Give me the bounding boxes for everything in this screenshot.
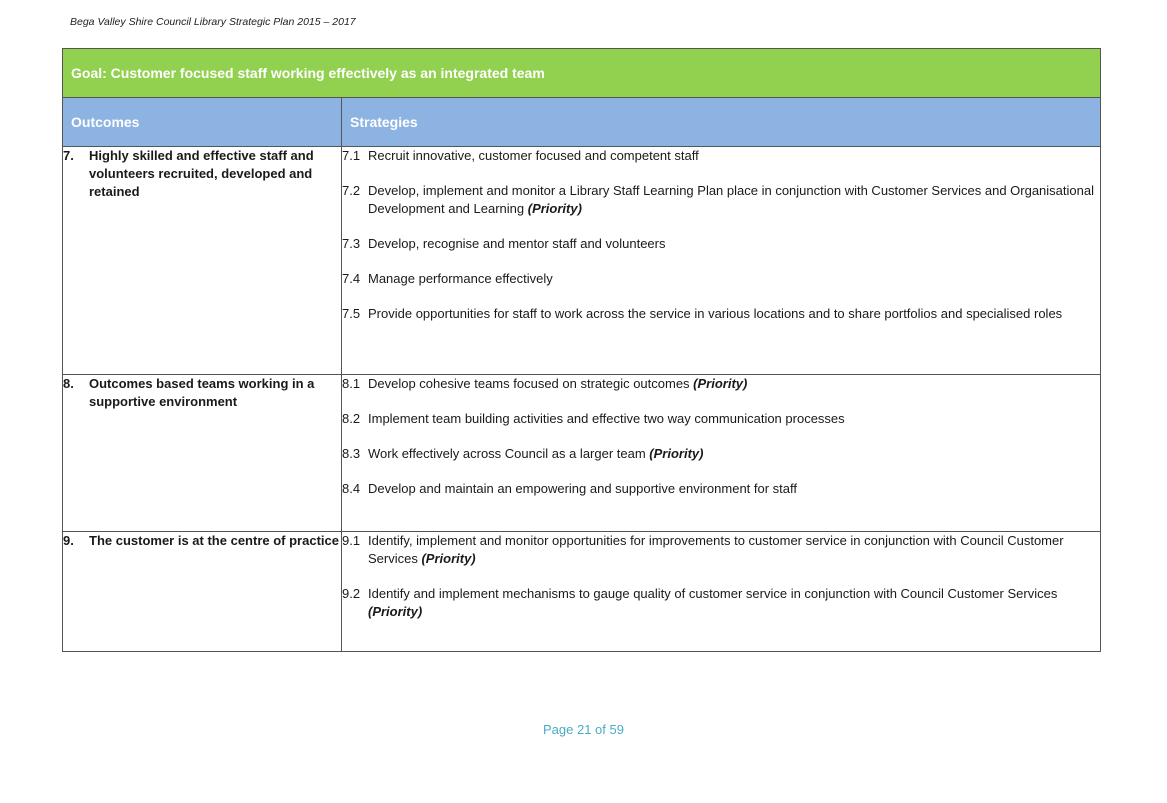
strategies-cell: 7.1 Recruit innovative, customer focused…: [340, 146, 1102, 375]
table-row: 9. The customer is at the centre of prac…: [62, 531, 1102, 652]
outcome-number: 7.: [63, 148, 74, 163]
strategy-table: Goal: Customer focused staff working eff…: [61, 48, 1102, 652]
strategy-text: Develop and maintain an empowering and s…: [368, 481, 798, 496]
outcome-cell: 9. The customer is at the centre of prac…: [62, 531, 342, 652]
strategy-text: Provide opportunities for staff to work …: [368, 306, 1063, 321]
priority-tag: (Priority): [693, 376, 748, 391]
strategy-item: 8.2 Implement team building activities a…: [342, 410, 1100, 428]
outcome-text: Outcomes based teams working in a suppor…: [89, 376, 315, 409]
strategy-item: 7.1 Recruit innovative, customer focused…: [342, 147, 1100, 165]
outcome-number: 9.: [63, 533, 74, 548]
strategy-item: 7.5 Provide opportunities for staff to w…: [342, 305, 1100, 323]
table-row: 8. Outcomes based teams working in a sup…: [62, 374, 1102, 532]
strategy-item: 7.4 Manage performance effectively: [342, 270, 1100, 288]
outcome-text: The customer is at the centre of practic…: [89, 533, 339, 548]
outcomes-column-header: Outcomes: [62, 97, 342, 147]
strategy-number: 7.2: [342, 183, 361, 198]
strategy-text: Recruit innovative, customer focused and…: [368, 148, 699, 163]
strategy-text: Implement team building activities and e…: [368, 411, 845, 426]
outcome-text: Highly skilled and effective staff and v…: [89, 148, 314, 199]
strategy-number: 9.1: [342, 533, 361, 548]
strategy-item: 9.2 Identify and implement mechanisms to…: [342, 585, 1100, 621]
outcome-cell: 7. Highly skilled and effective staff an…: [62, 146, 342, 375]
strategy-item: 7.2 Develop, implement and monitor a Lib…: [342, 182, 1100, 218]
strategy-item: 8.3 Work effectively across Council as a…: [342, 445, 1100, 463]
strategy-number: 8.2: [342, 411, 361, 426]
strategy-text: Develop, recognise and mentor staff and …: [368, 236, 666, 251]
strategy-number: 8.3: [342, 446, 361, 461]
strategy-text: Develop cohesive teams focused on strate…: [368, 376, 694, 391]
strategy-number: 7.4: [342, 271, 361, 286]
strategy-item: 7.3 Develop, recognise and mentor staff …: [342, 235, 1100, 253]
priority-tag: (Priority): [527, 201, 582, 216]
outcome-number: 8.: [63, 376, 74, 391]
strategy-item: 8.1 Develop cohesive teams focused on st…: [342, 375, 1100, 393]
priority-tag: (Priority): [368, 604, 423, 619]
strategy-text: Develop, implement and monitor a Library…: [368, 183, 1094, 216]
strategy-number: 7.5: [342, 306, 361, 321]
outcome-cell: 8. Outcomes based teams working in a sup…: [62, 374, 342, 532]
table-row: 7. Highly skilled and effective staff an…: [62, 146, 1102, 375]
strategies-column-header: Strategies: [340, 97, 1102, 147]
priority-tag: (Priority): [421, 551, 476, 566]
strategy-text: Work effectively across Council as a lar…: [368, 446, 650, 461]
page-number: Page 21 of 59: [543, 722, 624, 737]
strategy-text: Identify, implement and monitor opportun…: [368, 533, 1064, 566]
priority-tag: (Priority): [649, 446, 704, 461]
strategies-cell: 9.1 Identify, implement and monitor oppo…: [340, 531, 1102, 652]
strategy-number: 9.2: [342, 586, 361, 601]
strategy-number: 7.1: [342, 148, 361, 163]
strategy-item: 9.1 Identify, implement and monitor oppo…: [342, 532, 1100, 568]
strategy-text: Manage performance effectively: [368, 271, 553, 286]
document-header: Bega Valley Shire Council Library Strate…: [70, 16, 356, 28]
strategy-item: 8.4 Develop and maintain an empowering a…: [342, 480, 1100, 498]
strategy-number: 8.1: [342, 376, 361, 391]
strategies-cell: 8.1 Develop cohesive teams focused on st…: [340, 374, 1102, 532]
strategy-number: 8.4: [342, 481, 361, 496]
strategy-number: 7.3: [342, 236, 361, 251]
goal-heading: Goal: Customer focused staff working eff…: [61, 48, 1102, 98]
strategy-text: Identify and implement mechanisms to gau…: [368, 586, 1058, 601]
